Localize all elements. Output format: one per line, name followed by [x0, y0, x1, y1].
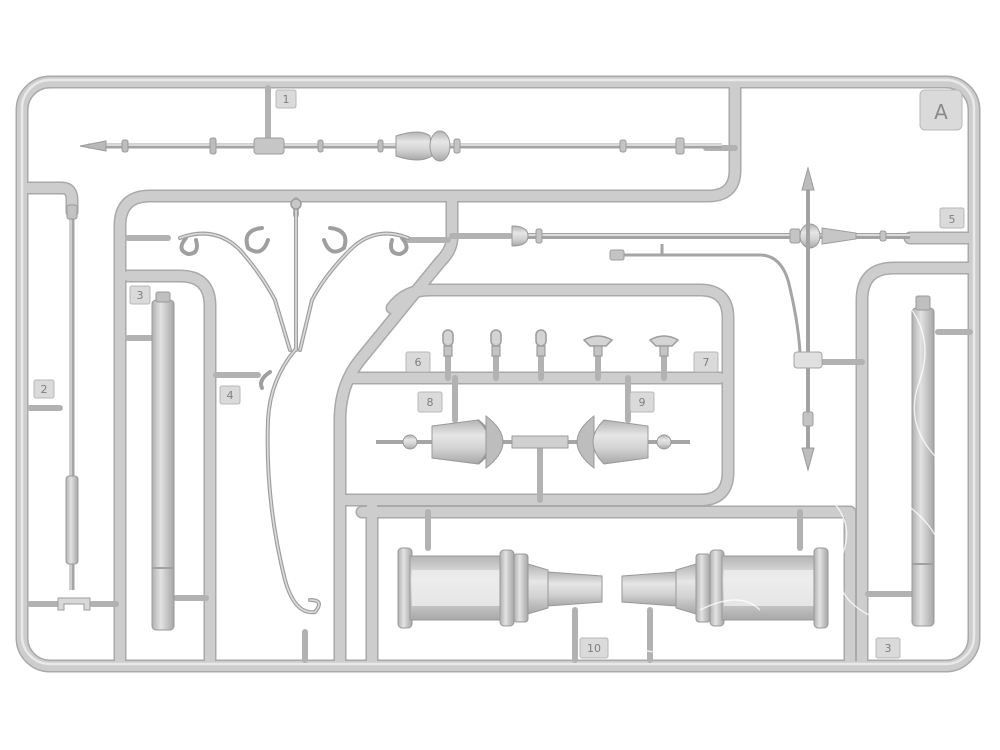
part-5-cross-post: [511, 166, 910, 472]
tag-part-3-right: 3: [885, 642, 892, 655]
part-8-part-9-lamp-heads: [376, 414, 690, 470]
tag-part-7: 7: [703, 356, 710, 369]
tag-part-5: 5: [949, 213, 956, 226]
part-3-cylinder-left: [151, 291, 175, 631]
part-1-lamp-post: [79, 130, 722, 162]
part-4-ornamental-bracket: [178, 198, 410, 615]
part-2-thin-pole: [57, 204, 91, 611]
tag-part-1: 1: [283, 93, 290, 106]
gates: [27, 85, 973, 663]
sprue-letter: A: [934, 100, 948, 124]
part-6-part-7-small-fittings: [442, 329, 680, 357]
part-number-tags: 1 2 3 4 5 6 7 8 9 10 3 A: [33, 89, 965, 659]
tag-part-3-left: 3: [137, 289, 144, 302]
tag-part-9: 9: [639, 396, 646, 409]
part-10-lanterns: [397, 547, 829, 629]
part-3-cylinder-right: [911, 295, 935, 627]
sprue-frame: [15, 75, 981, 673]
tag-part-2: 2: [41, 383, 48, 396]
tag-part-4: 4: [227, 389, 234, 402]
tag-part-10: 10: [587, 642, 601, 655]
tag-part-8: 8: [427, 396, 434, 409]
glare-reflection: [639, 279, 951, 655]
tag-part-6: 6: [415, 356, 422, 369]
